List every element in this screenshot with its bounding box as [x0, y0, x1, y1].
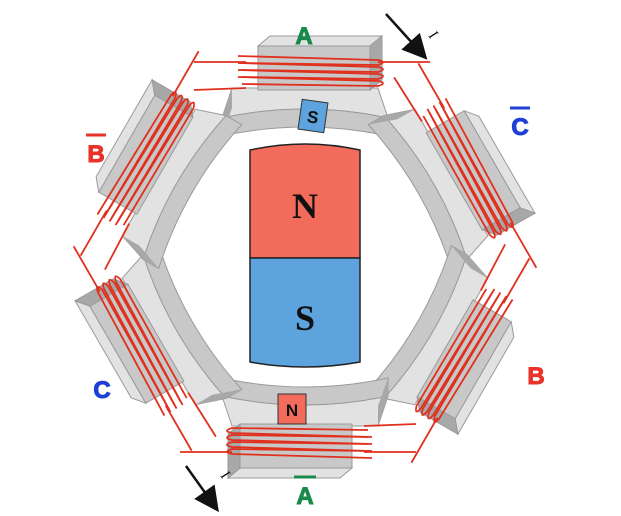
pole-body-side — [227, 422, 241, 480]
stator-north-marker-label: N — [286, 401, 298, 420]
pole-body-side — [480, 207, 537, 236]
pole-shoe-side — [368, 109, 415, 125]
stator-pole-markers: S N — [277, 98, 329, 425]
current-arrow-bottom — [184, 465, 219, 513]
rotor: N S — [249, 143, 361, 368]
pole-body-side — [369, 34, 383, 92]
stator-pole-b — [367, 243, 531, 464]
pole-shoe-side — [378, 378, 388, 426]
pole-shoe-side — [122, 235, 159, 269]
rotor-north-half — [249, 143, 361, 259]
winding-coil — [393, 62, 538, 269]
stator-south-marker-label: S — [306, 107, 320, 127]
phase-label-c: C — [93, 377, 110, 404]
winding-coil — [193, 55, 430, 91]
phase-labels: A C B A C B — [86, 23, 545, 511]
phase-label-b: B — [527, 363, 544, 390]
stator-pole-c-bar — [367, 62, 538, 270]
pole-body — [239, 423, 353, 469]
stator-pole-a — [193, 34, 430, 137]
winding-coil — [79, 50, 200, 271]
rotor-south-half — [249, 257, 361, 368]
phase-label-a: A — [295, 23, 312, 50]
pole-shoe-side — [195, 389, 242, 405]
pole-body-side — [151, 78, 194, 119]
pole-body-side — [73, 278, 130, 307]
winding-coil — [180, 423, 417, 459]
winding-coil — [410, 243, 531, 464]
pole-shoe-side — [451, 245, 488, 279]
winding-coil — [72, 245, 217, 452]
stator-poles — [72, 34, 538, 480]
pole-body-top — [256, 35, 384, 47]
rotor-north-label: N — [292, 186, 318, 226]
pole-body — [257, 45, 371, 91]
stator-pole-b-bar — [79, 50, 243, 271]
pole-body-top — [226, 467, 354, 479]
phase-label-b-bar: B — [87, 141, 104, 168]
stator-south-marker — [297, 98, 329, 134]
stator-pole-c — [72, 244, 243, 452]
phase-label-a-bar: A — [296, 483, 313, 510]
pole-shoe-face — [142, 114, 243, 270]
current-label-top: I — [424, 27, 441, 43]
rotor-south-label: S — [295, 298, 315, 338]
stator-north-marker — [277, 393, 307, 425]
phase-label-c-bar: C — [511, 114, 528, 141]
pole-body-side — [416, 395, 459, 436]
current-arrow-top — [385, 13, 428, 60]
